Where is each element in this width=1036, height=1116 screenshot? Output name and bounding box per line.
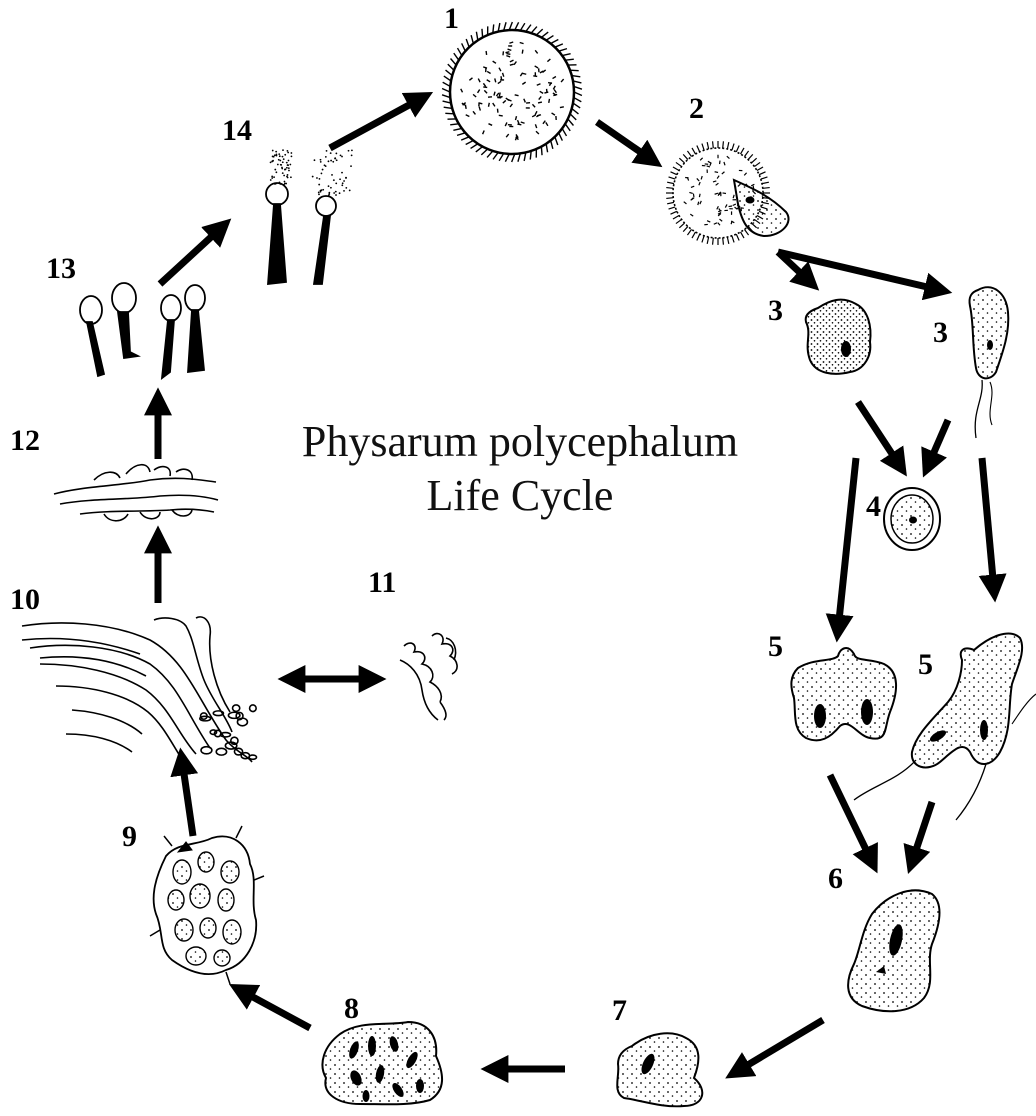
stage-label-7: 7 [612,996,627,1026]
arrow-5a-to-6 [830,775,872,862]
stage-9-plasmodium-network [150,826,264,984]
stage-12-sclerotium [54,465,218,521]
stage-14-mature-sporangia [266,149,353,284]
arrow-3a-to-5 [838,458,856,630]
diagram-title-line2: Life Cycle [230,474,810,518]
stage-label-3b: 3 [933,318,948,348]
arrow-13-to-14 [160,227,222,284]
stage-1-spore [442,22,582,162]
stage-label-2: 2 [689,94,704,124]
stage-13-sporangia [80,283,205,378]
stage-7-cell [617,1033,702,1106]
arrow-9-to-10 [182,760,193,836]
stage-label-9: 9 [122,822,137,852]
stage-label-11: 11 [368,568,396,598]
stage-label-4: 4 [866,492,881,522]
stage-label-3a: 3 [768,296,783,326]
stage-label-13: 13 [46,254,76,284]
stage-label-1: 1 [444,4,459,34]
stage-3-flagellated-cell [969,287,1008,438]
arrow-3b-to-5 [982,458,994,590]
arrow-14-to-1 [330,98,422,148]
stage-label-12: 12 [10,426,40,456]
stage-4-microcyst [884,488,940,550]
stage-3-amoeba [806,300,871,374]
stage-11-microplasmodium [400,634,457,720]
stage-label-14: 14 [222,116,252,146]
arrow-8-to-9 [240,990,310,1028]
stage-label-8: 8 [344,994,359,1024]
stage-10-fan-plasmodium [22,617,257,762]
stage-label-5a: 5 [768,632,783,662]
stage-label-6: 6 [828,864,843,894]
stage-label-5b: 5 [918,650,933,680]
arrow-3b-to-4 [928,420,948,466]
diagram-title-line1: Physarum polycephalum [230,420,810,464]
arrow-6-to-7 [736,1020,823,1072]
stage-label-10: 10 [10,585,40,615]
arrow-3a-to-4 [858,402,900,466]
arrow-5b-to-6 [912,802,932,862]
stage-6-zygote [848,890,939,1011]
stage-2-germinating-spore [666,141,789,245]
stage-5-amoeba-pair [791,648,896,740]
arrow-1-to-2 [597,122,652,160]
stage-8-multinucleate-plasmodium [322,1022,442,1104]
